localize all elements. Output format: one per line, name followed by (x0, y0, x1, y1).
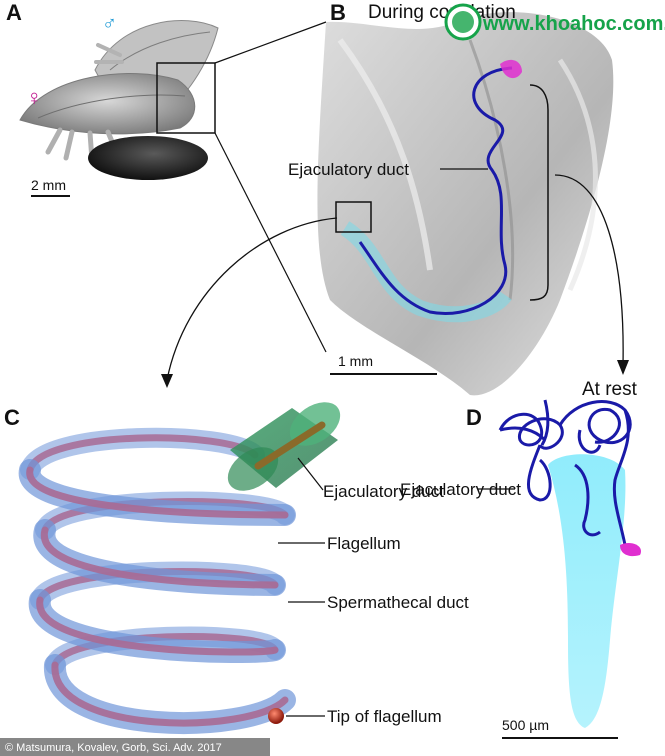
flagellum-tip-icon (268, 708, 284, 724)
zoom-line-bottom (214, 132, 327, 353)
arrow-head-c (161, 374, 173, 388)
label-c-tip: Tip of flagellum (327, 707, 442, 726)
panel-d-title: At rest (582, 379, 638, 400)
panel-d-letter: D (466, 405, 482, 430)
zoom-box-a (156, 62, 216, 134)
ejaculatory-duct-d (498, 399, 632, 546)
label-c-spermathecal-duct: Spermathecal duct (327, 593, 469, 612)
arrow-head-d (617, 360, 629, 375)
panel-b: B During copulation Ejaculatory duct 1 m… (288, 0, 614, 396)
credit-bar (0, 738, 270, 756)
label-c-ejaculatory-duct: Ejaculatory duct (323, 482, 444, 501)
panel-a-letter: A (6, 0, 22, 25)
female-symbol: ♀ (26, 85, 43, 110)
panel-b-scale-label: 1 mm (338, 353, 373, 369)
watermark: www.khoahoc.com.vn (444, 3, 665, 41)
panel-d-scale-label: 500 µm (502, 717, 549, 733)
panel-b-duct-label: Ejaculatory duct (288, 160, 409, 179)
panel-d: At rest D Ejaculatory duct 500 µm (400, 379, 641, 739)
panel-c: C (4, 402, 469, 734)
panel-c-letter: C (4, 405, 20, 430)
panel-b-letter: B (330, 0, 346, 25)
watermark-text: www.khoahoc.com.vn (482, 13, 665, 35)
arrow-to-d (554, 174, 624, 366)
arrow-to-c (166, 217, 338, 381)
magenta-tip-b (500, 59, 522, 79)
panel-a: A ♂ ♀ 2 mm (6, 0, 219, 197)
female-insect-icon (19, 72, 208, 180)
magenta-tip-d (620, 543, 641, 557)
spermatheca-d (548, 454, 626, 728)
zoom-box-b (335, 201, 372, 233)
credit-text: © Matsumura, Kovalev, Gorb, Sci. Adv. 20… (5, 742, 222, 754)
panel-a-scale-label: 2 mm (31, 177, 66, 193)
bracket (529, 84, 549, 301)
coil-illustration (19, 402, 341, 734)
male-symbol: ♂ (102, 13, 117, 35)
ejaculatory-duct-b (358, 66, 513, 315)
zoom-line-top (214, 21, 327, 64)
label-c-flagellum: Flagellum (327, 534, 401, 553)
panel-d-duct-label: Ejaculatory duct (400, 480, 521, 499)
